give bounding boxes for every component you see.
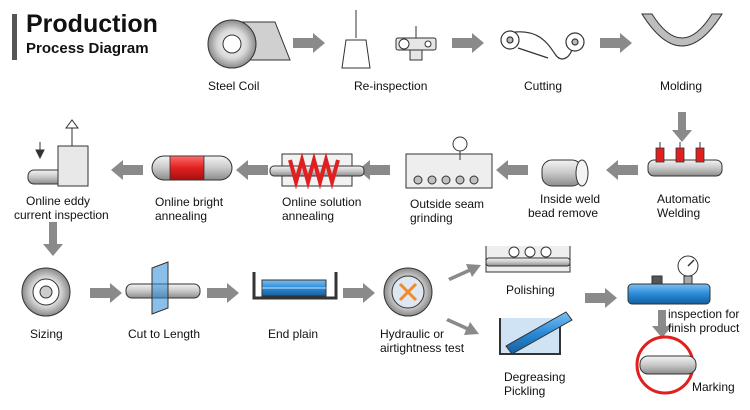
label-cut-to-length: Cut to Length	[128, 327, 201, 341]
label-bright-annealing-line2: annealing	[155, 209, 208, 223]
label-cutting: Cutting	[524, 79, 563, 93]
arrow-bright-to-eddy	[111, 160, 143, 180]
label-finish-inspection-line1: inspection for	[668, 307, 740, 321]
label-degreasing-line2: Pickling	[504, 384, 546, 398]
label-bright-annealing-line1: Online bright	[155, 195, 224, 209]
label-molding: Molding	[660, 79, 703, 93]
label-end-plain: End plain	[268, 327, 319, 341]
label-sizing: Sizing	[30, 327, 63, 341]
arrow-hydraulic-to-degreasing	[446, 318, 479, 335]
sizing-icon	[21, 267, 71, 317]
molding-icon	[641, 13, 723, 47]
label-degreasing-line1: Degreasing	[504, 370, 566, 384]
eddy-current-icon	[27, 119, 89, 187]
label-outside-seam-line1: Outside seam	[410, 197, 485, 211]
label-marking: Marking	[692, 380, 735, 394]
outside-seam-grinding-icon	[405, 136, 493, 189]
label-finish-inspection-line2: finish product	[668, 321, 740, 335]
arrow-cutting-to-molding	[600, 33, 632, 53]
cutting-icon	[500, 30, 585, 60]
title-accent-bar	[12, 14, 17, 60]
label-outside-seam-line2: grinding	[410, 211, 453, 225]
arrow-coil-to-reinspection	[293, 33, 325, 53]
bright-annealing-icon	[151, 155, 233, 181]
label-automatic-welding-line1: Automatic	[657, 192, 711, 206]
label-inside-weld-line2: bead remove	[528, 206, 599, 220]
label-automatic-welding-line2: Welding	[657, 206, 701, 220]
arrow-inspection-to-marking	[652, 310, 672, 338]
label-re-inspection: Re-inspection	[354, 79, 428, 93]
automatic-welding-icon	[647, 142, 723, 177]
arrow-sizing-to-cut	[90, 283, 122, 303]
arrow-cut-to-endplain	[207, 283, 239, 303]
label-solution-annealing-line2: annealing	[282, 209, 335, 223]
arrow-molding-down	[672, 112, 692, 142]
diagram-title: Production	[26, 10, 158, 38]
arrow-reinspection-to-cutting	[452, 33, 484, 53]
arrow-endplain-to-hydraulic	[343, 283, 375, 303]
label-solution-annealing-line1: Online solution	[282, 195, 362, 209]
finish-inspection-icon	[627, 255, 711, 305]
inside-weld-bead-icon	[541, 159, 589, 187]
label-polishing: Polishing	[506, 283, 555, 297]
solution-annealing-icon	[269, 152, 365, 190]
hydraulic-test-icon	[383, 267, 433, 317]
arrow-polishing-to-inspection	[585, 288, 617, 308]
label-hydraulic-line2: airtightness test	[380, 341, 465, 355]
polishing-icon	[485, 246, 571, 273]
arrow-solution-to-bright	[236, 160, 268, 180]
arrow-welding-to-insideweld	[606, 160, 638, 180]
reinspection-icon	[341, 10, 437, 69]
marking-icon	[635, 335, 697, 395]
cut-to-length-icon	[125, 261, 201, 315]
end-plain-icon	[252, 272, 338, 300]
label-steel-coil: Steel Coil	[208, 79, 260, 93]
diagram-subtitle: Process Diagram	[26, 40, 149, 57]
label-eddy-current-line2: current inspection	[14, 208, 109, 222]
label-eddy-current-line1: Online eddy	[26, 194, 91, 208]
arrow-insideweld-to-grinding	[496, 160, 528, 180]
arrow-grinding-to-solution	[358, 160, 390, 180]
label-hydraulic-line1: Hydraulic or	[380, 327, 445, 341]
arrow-hydraulic-to-polishing	[448, 264, 481, 281]
steel-coil-icon	[207, 19, 291, 69]
flow-arrows	[43, 33, 692, 338]
arrow-eddy-down	[43, 222, 63, 256]
label-inside-weld-line1: Inside weld	[540, 192, 601, 206]
degreasing-pickling-icon	[499, 311, 573, 355]
